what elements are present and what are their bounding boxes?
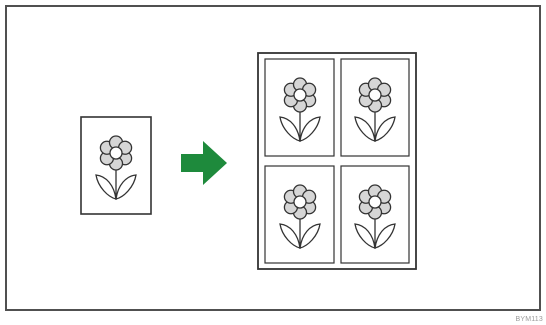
flower-leaf-right (374, 116, 396, 142)
target-page (257, 52, 417, 270)
flower-center (293, 195, 307, 209)
flower-center (293, 88, 307, 102)
flower-leaf-left (354, 116, 376, 142)
flower-leaf-right (374, 223, 396, 249)
flower-leaf-right (299, 223, 321, 249)
arrow-right-icon (181, 141, 227, 185)
flower-leaf-left (95, 174, 117, 200)
cell-top-right-flower-icon (354, 77, 396, 142)
cell-bottom-left-flower-icon (279, 184, 321, 249)
flower-leaf-left (279, 116, 301, 142)
figure-code: BYM113 (515, 316, 543, 323)
flower-leaf-left (354, 223, 376, 249)
source-flower-icon (95, 135, 137, 200)
flower-center (368, 88, 382, 102)
flower-leaf-right (299, 116, 321, 142)
flower-leaf-left (279, 223, 301, 249)
flower-center (109, 146, 123, 160)
flower-leaf-right (115, 174, 137, 200)
cell-top-left-flower-icon (279, 77, 321, 142)
cell-bottom-right-flower-icon (354, 184, 396, 249)
flower-center (368, 195, 382, 209)
source-page (80, 116, 152, 215)
